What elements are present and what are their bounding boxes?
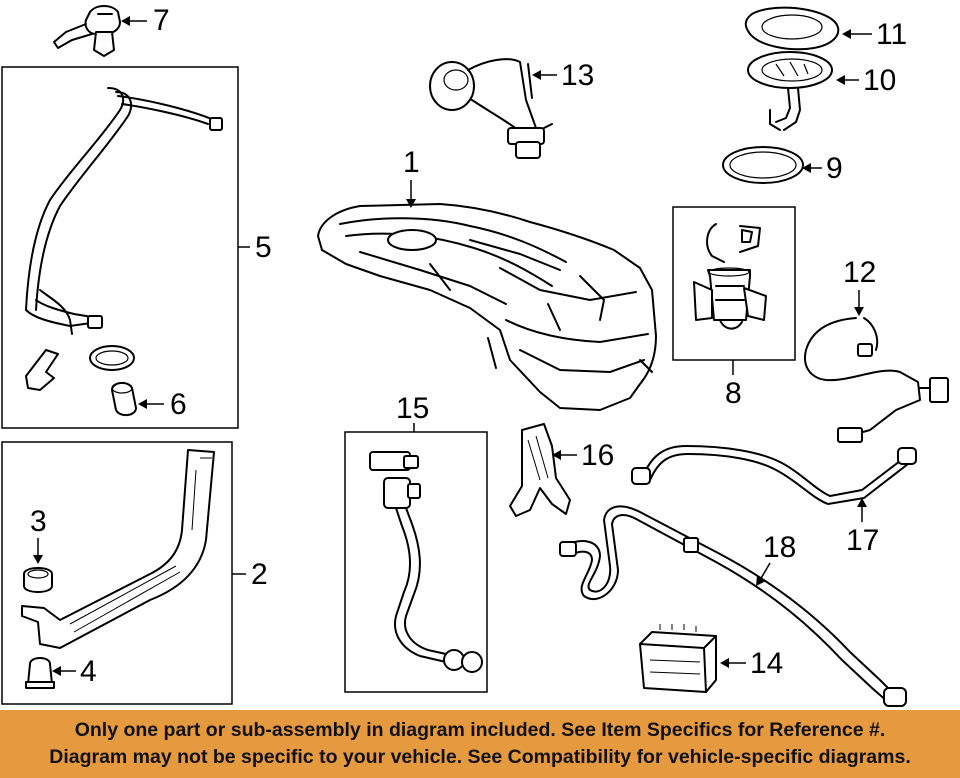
- part-18-illustration: [559, 505, 907, 707]
- callout-5: 5: [255, 231, 272, 264]
- part-1-illustration: [317, 203, 657, 411]
- part-8-box: [672, 206, 796, 361]
- part-9-illustration: [722, 146, 804, 184]
- callout-8: 8: [725, 377, 742, 410]
- part-11-illustration: [744, 6, 840, 51]
- part-14-illustration: [639, 624, 717, 693]
- part-5-illustration: [25, 87, 223, 391]
- part-17-illustration: [631, 445, 917, 505]
- callout-6: 6: [170, 388, 187, 421]
- part-15-box: [344, 431, 488, 693]
- part-12-illustration: [804, 317, 949, 443]
- callout-7: 7: [153, 4, 170, 37]
- callout-17: 17: [846, 524, 879, 557]
- disclaimer-line-1: Only one part or sub-assembly in diagram…: [74, 719, 886, 741]
- callout-15: 15: [396, 392, 429, 425]
- callout-16: 16: [581, 439, 614, 472]
- callout-4: 4: [80, 655, 97, 688]
- parts-diagram: 7 5 6 2 3 4: [1, 4, 949, 707]
- callout-3: 3: [30, 505, 47, 538]
- part-7-illustration: [53, 5, 121, 57]
- part-4-illustration: [25, 657, 55, 689]
- callout-9: 9: [826, 152, 843, 185]
- callout-1: 1: [403, 146, 420, 179]
- callout-14: 14: [750, 647, 783, 680]
- callout-18: 18: [763, 531, 796, 564]
- disclaimer-line-2: Diagram may not be specific to your vehi…: [49, 746, 911, 768]
- part-2-illustration: [21, 449, 215, 649]
- disclaimer-banner: Only one part or sub-assembly in diagram…: [0, 710, 960, 778]
- part-10-illustration: [747, 51, 833, 131]
- callout-10: 10: [863, 64, 896, 97]
- part-3-illustration: [23, 567, 53, 593]
- part-2-box: [1, 441, 233, 705]
- part-15-illustration: [369, 451, 483, 673]
- part-6-illustration: [111, 382, 137, 416]
- part-13-illustration: [429, 58, 553, 159]
- callout-2: 2: [251, 558, 268, 591]
- callout-13: 13: [561, 59, 594, 92]
- part-8-illustration: [693, 223, 767, 330]
- part-16-illustration: [509, 423, 571, 517]
- callout-11: 11: [876, 18, 907, 51]
- callout-12: 12: [843, 256, 876, 289]
